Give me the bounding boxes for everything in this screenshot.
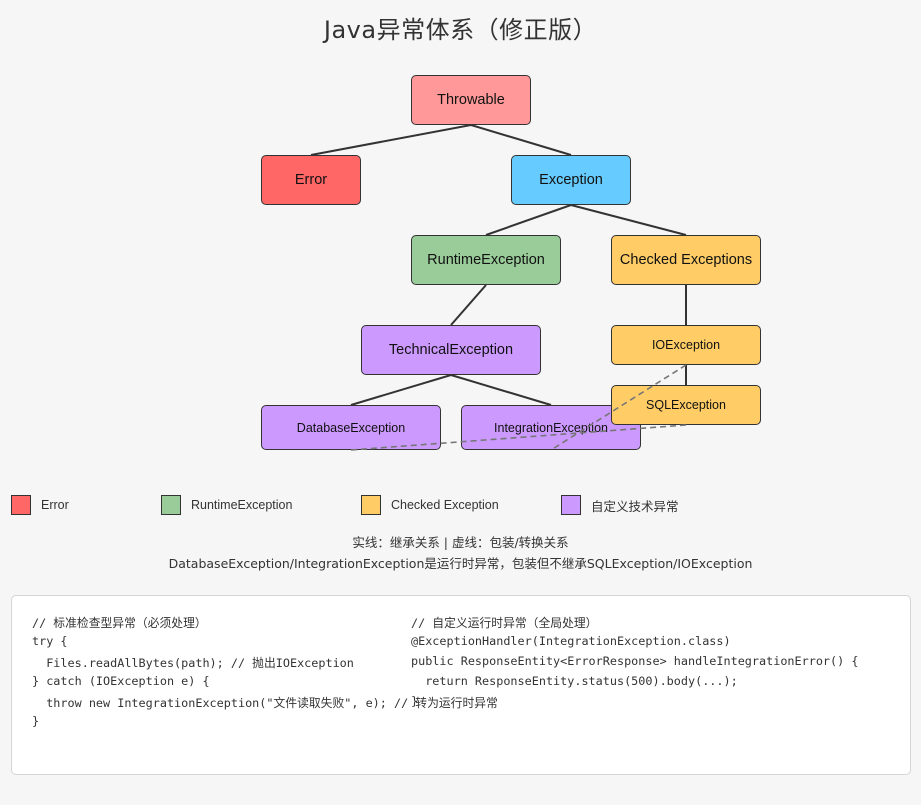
legend-swatch-error [11, 495, 31, 515]
code-right-line: } [411, 694, 419, 708]
legend-swatch-custom [561, 495, 581, 515]
node-checked-exceptions: Checked Exceptions [611, 235, 761, 285]
code-left-line: try { [32, 634, 68, 648]
legend-label-checked: Checked Exception [391, 498, 499, 512]
edge-runtime-technical [450, 284, 487, 326]
legend-item-error: Error [11, 494, 69, 516]
code-right-line: public ResponseEntity<ErrorResponse> han… [411, 654, 859, 668]
code-left-line: } [32, 714, 40, 728]
legend-item-custom: 自定义技术异常 [561, 494, 679, 516]
node-ioexception: IOException [611, 325, 761, 365]
node-throwable: Throwable [411, 75, 531, 125]
legend-label-runtime: RuntimeException [191, 498, 293, 512]
code-left-line: Files.readAllBytes(path); // 抛出IOExcepti… [32, 656, 354, 670]
edge-throwable-exception [470, 124, 572, 156]
edge-exception-checked [570, 204, 687, 236]
code-left-line: } catch (IOException e) { [32, 674, 210, 688]
code-right-line: // 自定义运行时异常（全局处理） [411, 616, 598, 630]
edge-technical-integration [450, 374, 552, 406]
legend-item-checked: Checked Exception [361, 494, 499, 516]
code-example-panel: // 标准检查型异常（必须处理） try { Files.readAllByte… [11, 595, 911, 775]
node-database-exception: DatabaseException [261, 405, 441, 450]
node-exception: Exception [511, 155, 631, 205]
legend-label-custom: 自定义技术异常 [591, 499, 679, 514]
node-runtime-exception: RuntimeException [411, 235, 561, 285]
edge-technical-database [350, 374, 452, 406]
edge-exception-runtime [485, 204, 572, 236]
code-right-line: return ResponseEntity.status(500).body(.… [411, 674, 738, 688]
node-sqlexception: SQLException [611, 385, 761, 425]
code-left-line: throw new IntegrationException("文件读取失败",… [32, 696, 498, 710]
legend-item-runtime: RuntimeException [161, 494, 292, 516]
legend-swatch-runtime [161, 495, 181, 515]
legend-swatch-checked [361, 495, 381, 515]
legend-label-error: Error [41, 498, 69, 512]
node-technical-exception: TechnicalException [361, 325, 541, 375]
code-right-line: @ExceptionHandler(IntegrationException.c… [411, 634, 731, 648]
diagram-title: Java异常体系（修正版） [323, 16, 598, 44]
note-line-style: 实线：继承关系 | 虚线：包装/转换关系 [352, 535, 569, 550]
note-wrapping-explanation: DatabaseException/IntegrationException是运… [168, 556, 753, 571]
code-left-line: // 标准检查型异常（必须处理） [32, 616, 207, 630]
node-error: Error [261, 155, 361, 205]
edge-throwable-error [310, 124, 472, 156]
